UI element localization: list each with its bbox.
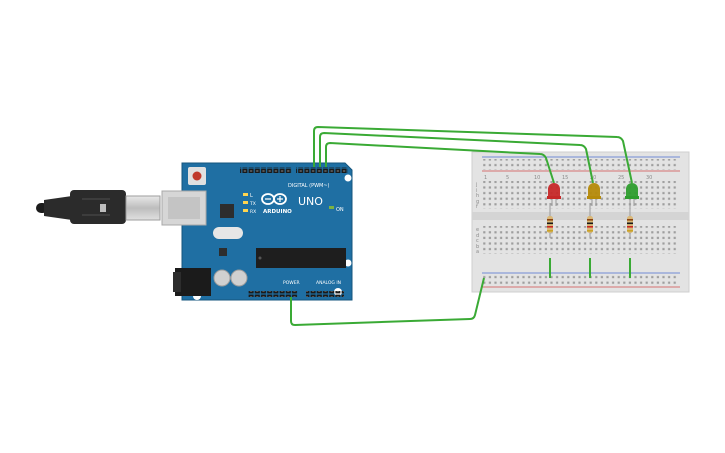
- reset-button-cap[interactable]: [192, 171, 202, 181]
- arduino-brand-text: ARDUINO: [263, 209, 292, 215]
- row-letter: g: [476, 199, 479, 205]
- mounting-hole: [344, 259, 352, 267]
- row-letters: j i h g f e d c b a: [475, 182, 479, 255]
- on-led-label: ON: [336, 207, 344, 213]
- row-letter: j: [475, 182, 477, 188]
- bottom-power-rail[interactable]: [483, 275, 679, 286]
- resistors[interactable]: [547, 203, 633, 238]
- yellow-led[interactable]: [587, 183, 601, 206]
- column-number: 30: [646, 175, 652, 181]
- board-model-text: UNO: [298, 195, 323, 208]
- row-letter: a: [476, 249, 479, 255]
- row-letter: d: [476, 233, 479, 239]
- column-number: 20: [590, 175, 596, 181]
- arduino-logo: ARDUINO UNO: [261, 193, 323, 215]
- digital-header-left[interactable]: [240, 167, 292, 173]
- row-letter: b: [476, 244, 479, 250]
- row-letter: i: [476, 188, 477, 194]
- capacitor: [213, 269, 231, 287]
- wire-gnd-to-rail[interactable]: [290, 277, 485, 326]
- analog-header[interactable]: [306, 291, 344, 297]
- tx-led-label: TX: [249, 201, 256, 207]
- resistor-red-led[interactable]: [547, 203, 553, 238]
- l-led: [243, 193, 248, 196]
- row-letter: f: [476, 204, 478, 210]
- green-led[interactable]: [625, 183, 639, 206]
- leds[interactable]: [547, 183, 639, 206]
- resistor-yellow-led[interactable]: [587, 203, 593, 238]
- usb-chip: [220, 204, 234, 218]
- regulator: [219, 248, 227, 256]
- arduino-uno-board[interactable]: DIGITAL (PWM~) POWER ANALOG IN ON L TX R…: [161, 162, 353, 301]
- rx-led-label: RX: [250, 209, 256, 215]
- wire-pin-to-red-led[interactable]: [325, 142, 555, 184]
- column-number: 1: [484, 175, 487, 181]
- resistor-green-led[interactable]: [627, 203, 633, 238]
- usb-cable[interactable]: [36, 190, 161, 224]
- wire-pin-to-green-led[interactable]: [313, 126, 633, 184]
- digital-header-label: DIGITAL (PWM~): [288, 183, 330, 189]
- column-number: 15: [562, 175, 568, 181]
- wire-pin-to-yellow-led[interactable]: [319, 132, 594, 184]
- column-number: 5: [506, 175, 509, 181]
- column-number: 10: [534, 175, 540, 181]
- row-letter: e: [476, 227, 479, 233]
- analog-header-label: ANALOG IN: [316, 280, 341, 286]
- rx-led: [243, 209, 248, 212]
- crystal: [213, 227, 243, 239]
- red-led[interactable]: [547, 183, 561, 206]
- row-letter: h: [476, 193, 479, 199]
- mounting-hole: [344, 174, 352, 182]
- tx-led: [243, 201, 248, 204]
- power-led: [329, 206, 334, 209]
- power-header-label: POWER: [283, 280, 300, 286]
- l-led-label: L: [250, 193, 253, 199]
- capacitor: [230, 269, 248, 287]
- column-number: 25: [618, 175, 624, 181]
- power-header[interactable]: [248, 291, 298, 297]
- atmega-chip: [256, 248, 346, 268]
- row-letter: c: [476, 238, 479, 244]
- top-terminal-strip[interactable]: [483, 181, 679, 209]
- column-numbers: 1 5 10 15 20 25 30: [484, 175, 652, 181]
- breadboard[interactable]: 1 5 10 15 20 25 30 j i h g f e d c b a: [471, 151, 690, 293]
- digital-header-right[interactable]: [296, 167, 348, 173]
- bottom-terminal-strip[interactable]: [483, 226, 679, 254]
- wires[interactable]: [290, 126, 633, 326]
- center-channel: [472, 212, 689, 220]
- top-power-rail[interactable]: [483, 159, 679, 170]
